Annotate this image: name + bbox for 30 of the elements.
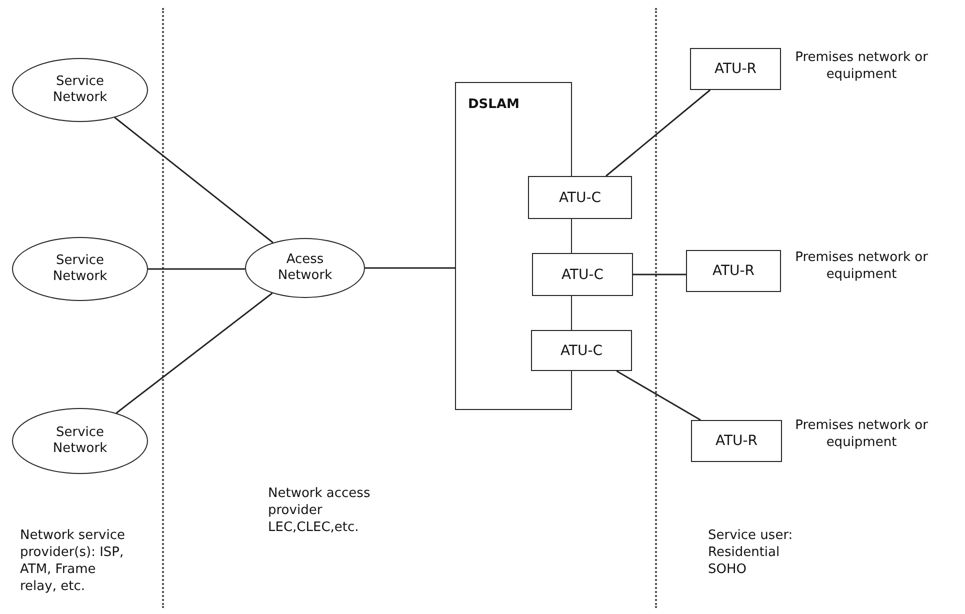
unit-box xyxy=(531,330,632,371)
node-label: ATU-C xyxy=(558,190,602,206)
unit-box xyxy=(691,420,782,462)
connector-line xyxy=(606,89,711,177)
connector-line xyxy=(114,116,274,244)
unit-box xyxy=(686,250,781,292)
region-note: Service user: Residential SOHO xyxy=(708,528,794,579)
node-label: ATU-C xyxy=(560,342,603,358)
node-label: ATU-C xyxy=(561,266,604,282)
node-caption: Premises network or equipment xyxy=(794,418,929,452)
unit-box xyxy=(532,253,633,296)
node-label: ATU-R xyxy=(714,61,757,77)
node-label: Service Network xyxy=(52,424,108,458)
node-label: Acess Network xyxy=(276,252,334,284)
connector-line xyxy=(616,370,701,421)
region-note: Network service provider(s): ISP, ATM, Frame relay, etc. xyxy=(20,528,126,596)
node-caption: Premises network or equipment xyxy=(794,250,929,284)
node-label: DSLAM xyxy=(468,97,520,112)
unit-box xyxy=(528,176,632,219)
unit-box xyxy=(690,48,781,90)
node-caption: Premises network or equipment xyxy=(794,50,929,84)
connector-line xyxy=(116,292,273,414)
connector-line xyxy=(365,267,455,269)
connector-line xyxy=(633,274,686,276)
node-label: ATU-R xyxy=(712,263,755,279)
node-label: Service Network xyxy=(52,74,108,106)
region-note: Network access provider LEC,CLEC,etc. xyxy=(268,486,372,537)
node-label: Service Network xyxy=(52,252,108,286)
node-label: ATU-R xyxy=(715,433,758,449)
connector-line xyxy=(148,268,245,270)
